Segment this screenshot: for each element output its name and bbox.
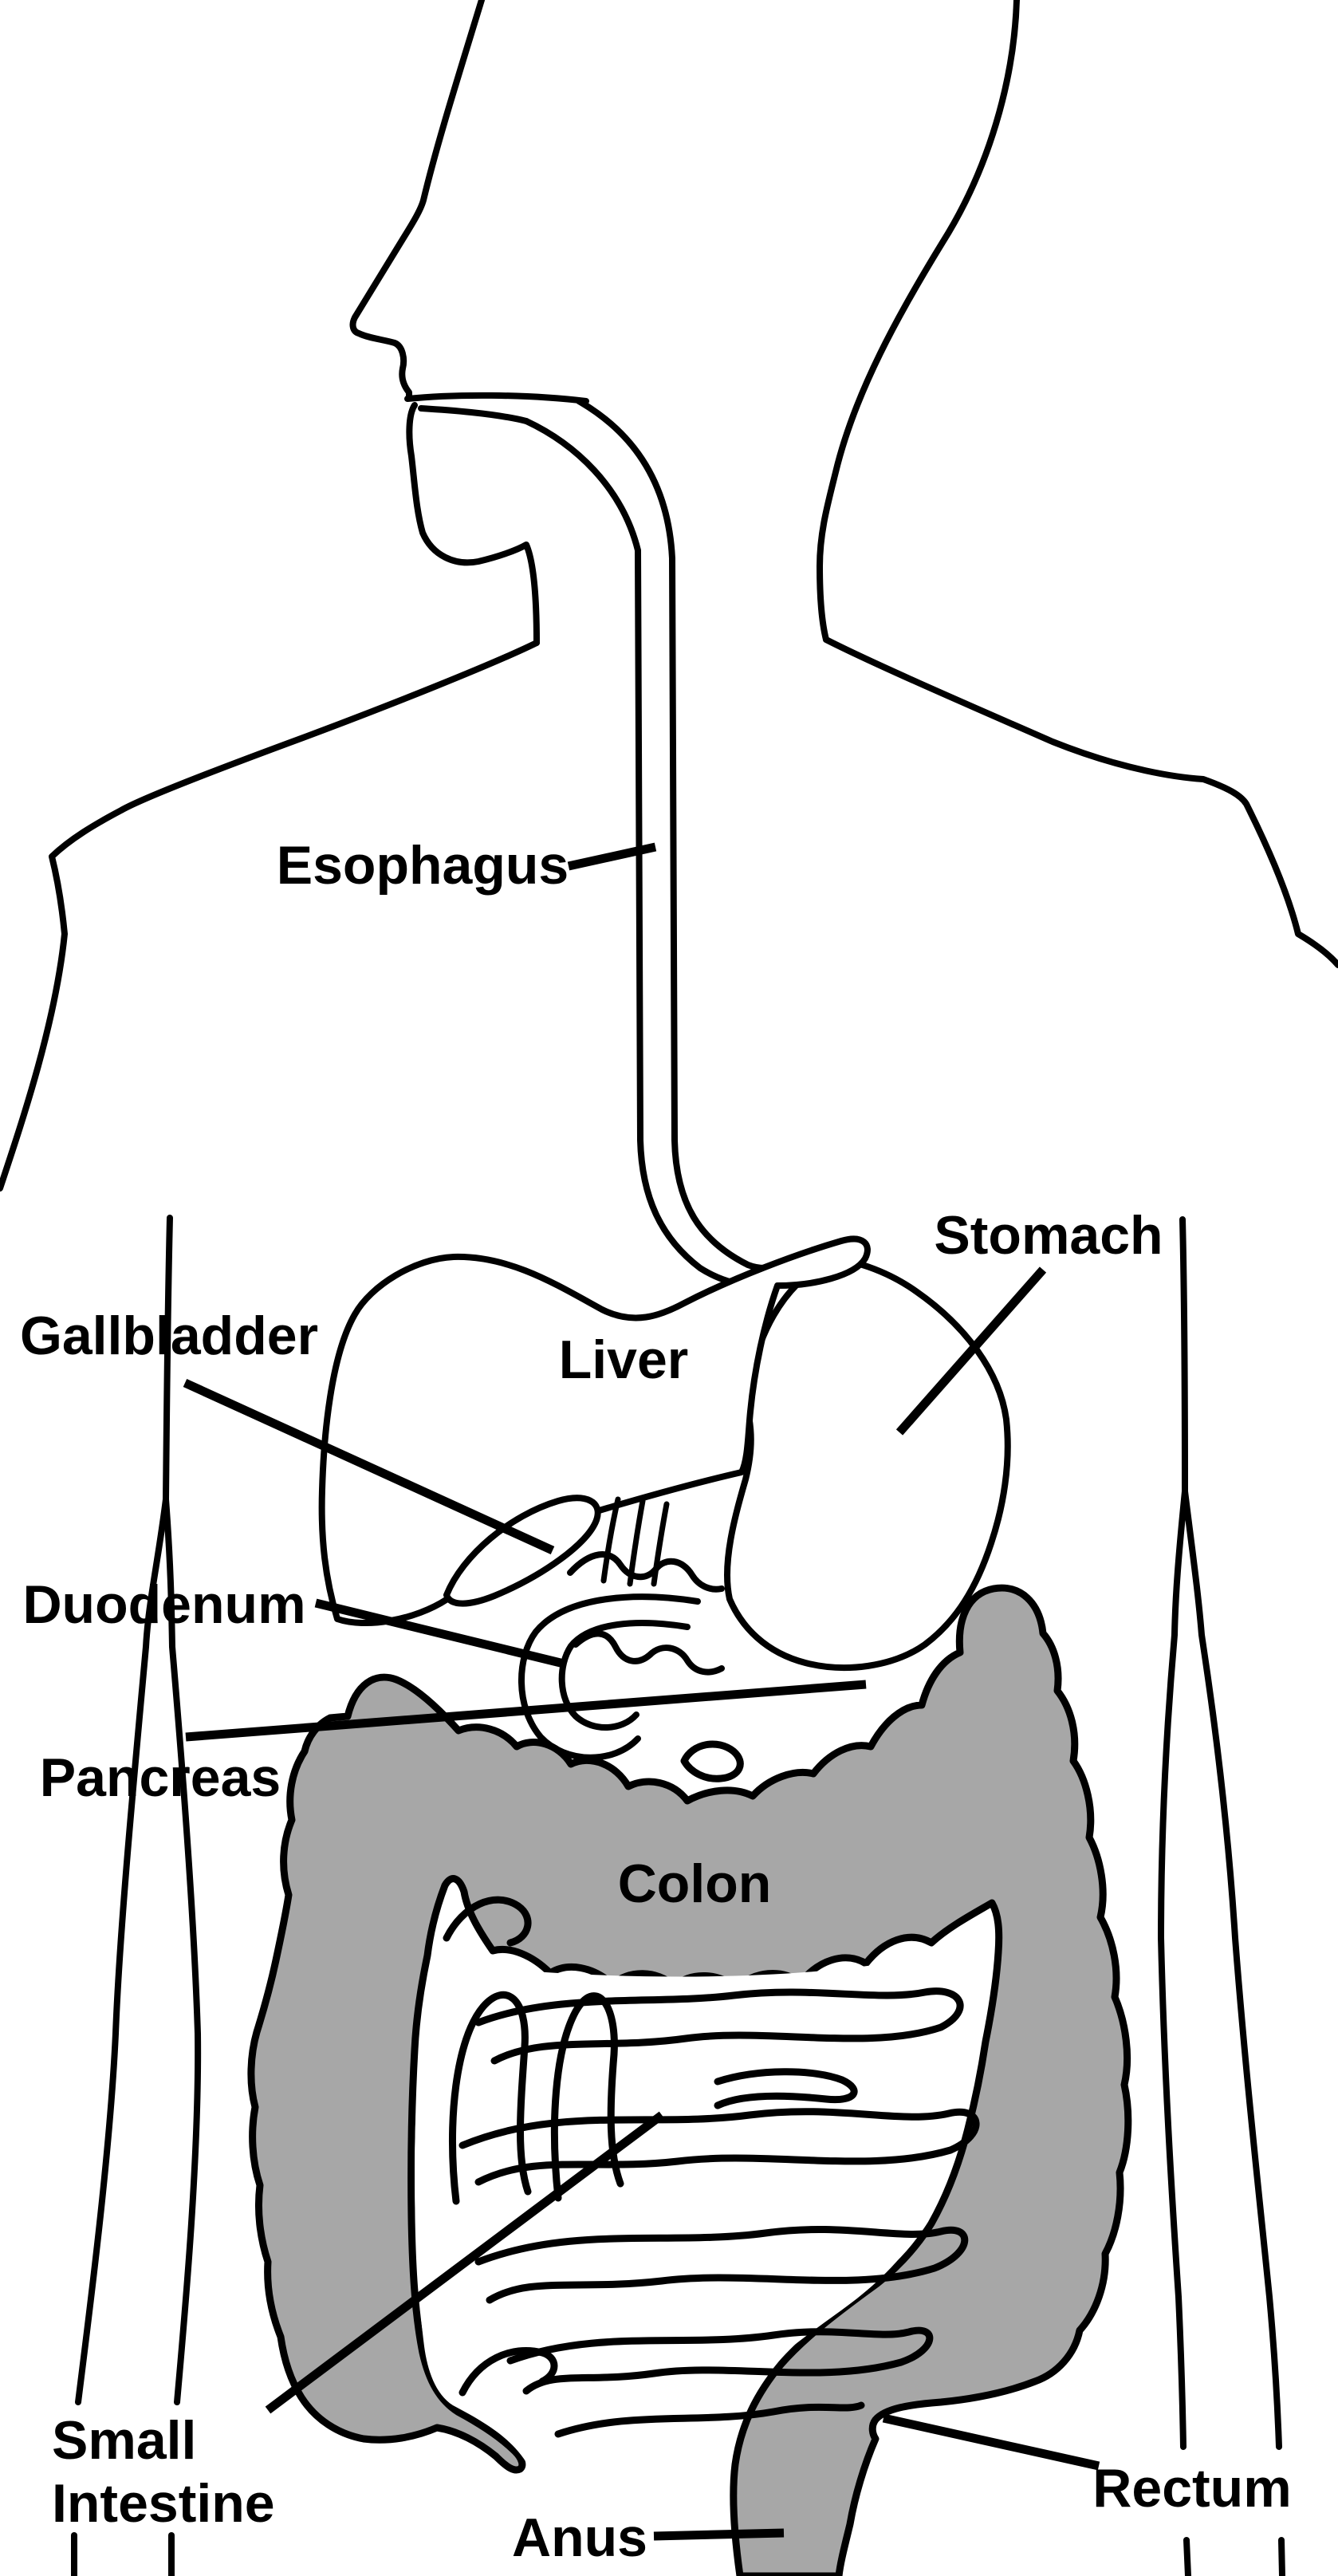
- chin-neck-line: [406, 402, 540, 646]
- label-colon: Colon: [618, 1853, 772, 1914]
- organ-labels: Esophagus Stomach Gallbladder Liver Duod…: [20, 835, 1292, 2568]
- esophagus-right-wall: [576, 398, 817, 1271]
- mouth-line: [404, 392, 589, 404]
- duct-line-1: [600, 1496, 621, 1584]
- coil-ileum-end: [458, 2346, 558, 2397]
- label-small-intestine-line1: Small: [52, 2410, 196, 2471]
- duct-line-3: [651, 1501, 670, 1587]
- coil-row-5: [554, 2401, 865, 2438]
- coil-row-2: [458, 2108, 980, 2186]
- label-small-intestine-line2: Intestine: [52, 2473, 275, 2534]
- leader-rectum: [882, 2413, 1100, 2471]
- right-torso-split-inner: [1158, 1488, 1188, 2450]
- right-hip-line-outer: [1278, 2537, 1285, 2576]
- esophagus-tube: [523, 398, 817, 1289]
- leader-anus: [653, 2528, 785, 2541]
- head-face-profile: [349, 0, 485, 400]
- coil-row-4: [506, 2326, 934, 2395]
- label-liver: Liver: [559, 1329, 689, 1390]
- right-torso-split-outer: [1182, 1488, 1282, 2450]
- coil-notch: [443, 1896, 532, 1947]
- right-hip-line-inner: [1183, 2537, 1191, 2576]
- left-inner-torso-line-upper: [163, 1215, 173, 1503]
- pylorus-wave-lower: [573, 1630, 725, 1676]
- coil-vertical-2: [550, 1992, 624, 2202]
- left-torso-split-inner: [163, 1496, 202, 2405]
- tongue-line: [418, 405, 529, 424]
- label-stomach: Stomach: [934, 1205, 1163, 1266]
- leader-stomach: [895, 1266, 1047, 1436]
- label-gallbladder: Gallbladder: [20, 1306, 318, 1366]
- duodenum-shape: [518, 1551, 725, 1761]
- back-of-head-line: [817, 0, 1020, 643]
- left-torso-split-outer: [75, 1496, 169, 2405]
- duodenum-outer-wall: [518, 1593, 701, 1761]
- duct-line-2: [627, 1498, 646, 1587]
- gallbladder-shape: [443, 1495, 601, 1607]
- label-duodenum: Duodenum: [22, 1574, 305, 1635]
- leader-lines: [183, 842, 1100, 2541]
- left-shoulder-arm: [0, 640, 540, 1191]
- duodenum-inner-wall: [558, 1620, 691, 1731]
- label-pancreas: Pancreas: [40, 1747, 281, 1808]
- leader-gallbladder: [183, 1378, 555, 1555]
- leader-duodenum: [314, 1598, 565, 1668]
- coil-row-3: [474, 2225, 969, 2304]
- label-rectum: Rectum: [1092, 2458, 1291, 2519]
- right-shoulder-arm: [823, 636, 1338, 968]
- leader-pancreas: [185, 1680, 867, 1742]
- small-intestine-coils: [443, 1740, 980, 2438]
- coil-jejunum-start: [680, 1740, 744, 1782]
- coil-loop-1: [714, 2068, 858, 2109]
- leader-esophagus: [567, 842, 657, 871]
- coil-row-1: [474, 1987, 964, 2065]
- label-esophagus: Esophagus: [277, 835, 569, 896]
- leader-small-intestine: [265, 2111, 665, 2414]
- right-inner-torso-line-upper: [1179, 1216, 1188, 1495]
- pylorus-wave-upper: [567, 1551, 725, 1593]
- label-anus: Anus: [512, 2507, 647, 2568]
- esophagus-left-wall: [523, 418, 753, 1289]
